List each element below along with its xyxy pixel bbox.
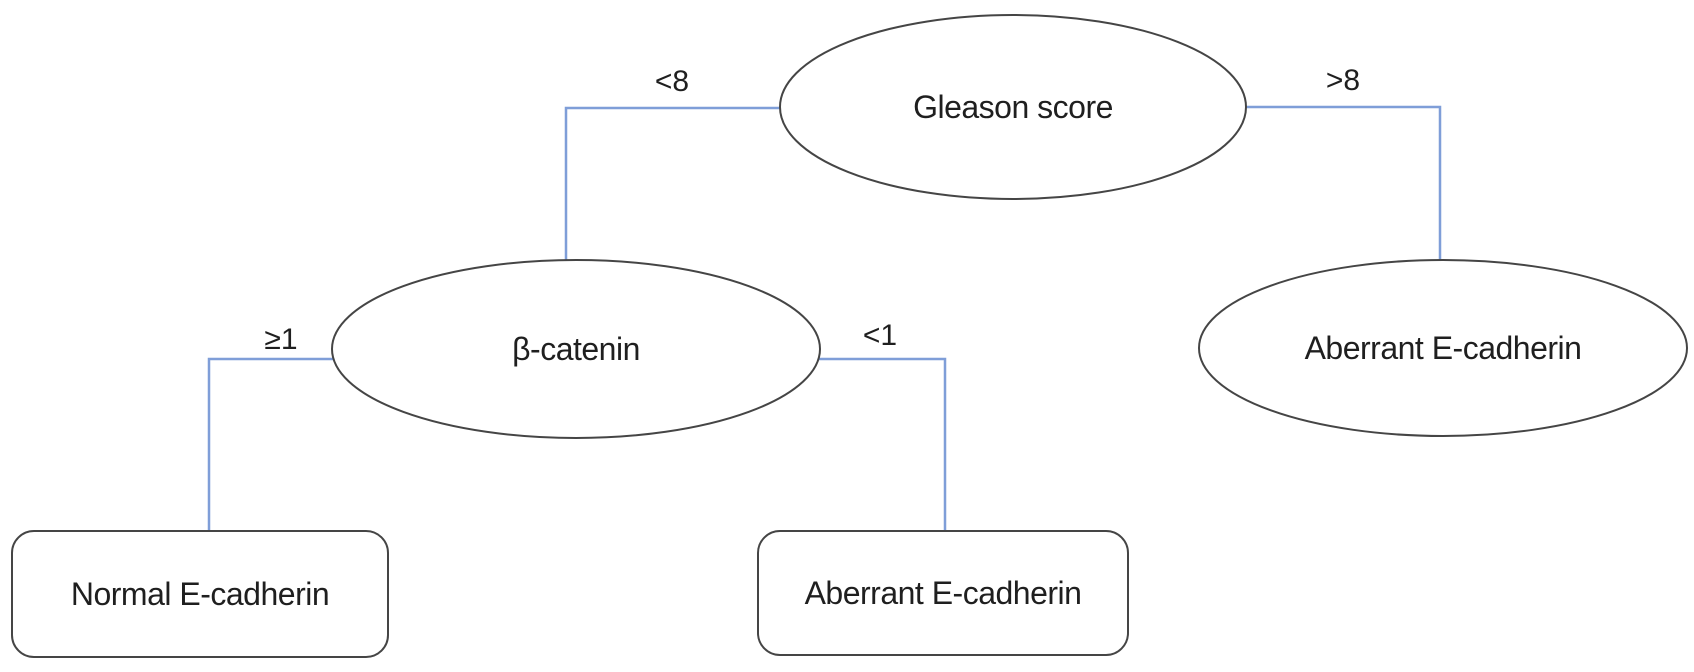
- node-label-aberrant-ecadherin-ellipse: Aberrant E-cadherin: [1305, 330, 1582, 366]
- node-label-gleason-score: Gleason score: [913, 89, 1113, 125]
- edge-beta-catenin-to-normal-box: [207, 357, 334, 532]
- edge-label-ge1: ≥1: [264, 323, 297, 356]
- edge-label-lt1: <1: [863, 319, 897, 352]
- node-beta-catenin-ellipse: [331, 259, 821, 439]
- node-aberrant-ecadherin-ellipse: [1198, 259, 1688, 437]
- edge-label-lt8: <8: [655, 65, 689, 98]
- node-label-aberrant-ecadherin-box: Aberrant E-cadherin: [805, 575, 1082, 611]
- node-aberrant-ecadherin-box: [757, 530, 1129, 656]
- node-label-beta-catenin: β-catenin: [512, 331, 640, 367]
- node-normal-ecadherin-box: [11, 530, 389, 658]
- edge-gleason-to-aberrant-ellipse: [1246, 105, 1442, 262]
- edge-gleason-to-beta-catenin: [564, 106, 781, 262]
- edge-beta-catenin-to-aberrant-box: [819, 357, 947, 532]
- edge-label-gt8: >8: [1326, 64, 1360, 97]
- node-gleason-score-ellipse: [779, 14, 1247, 200]
- node-label-normal-ecadherin: Normal E-cadherin: [71, 576, 329, 612]
